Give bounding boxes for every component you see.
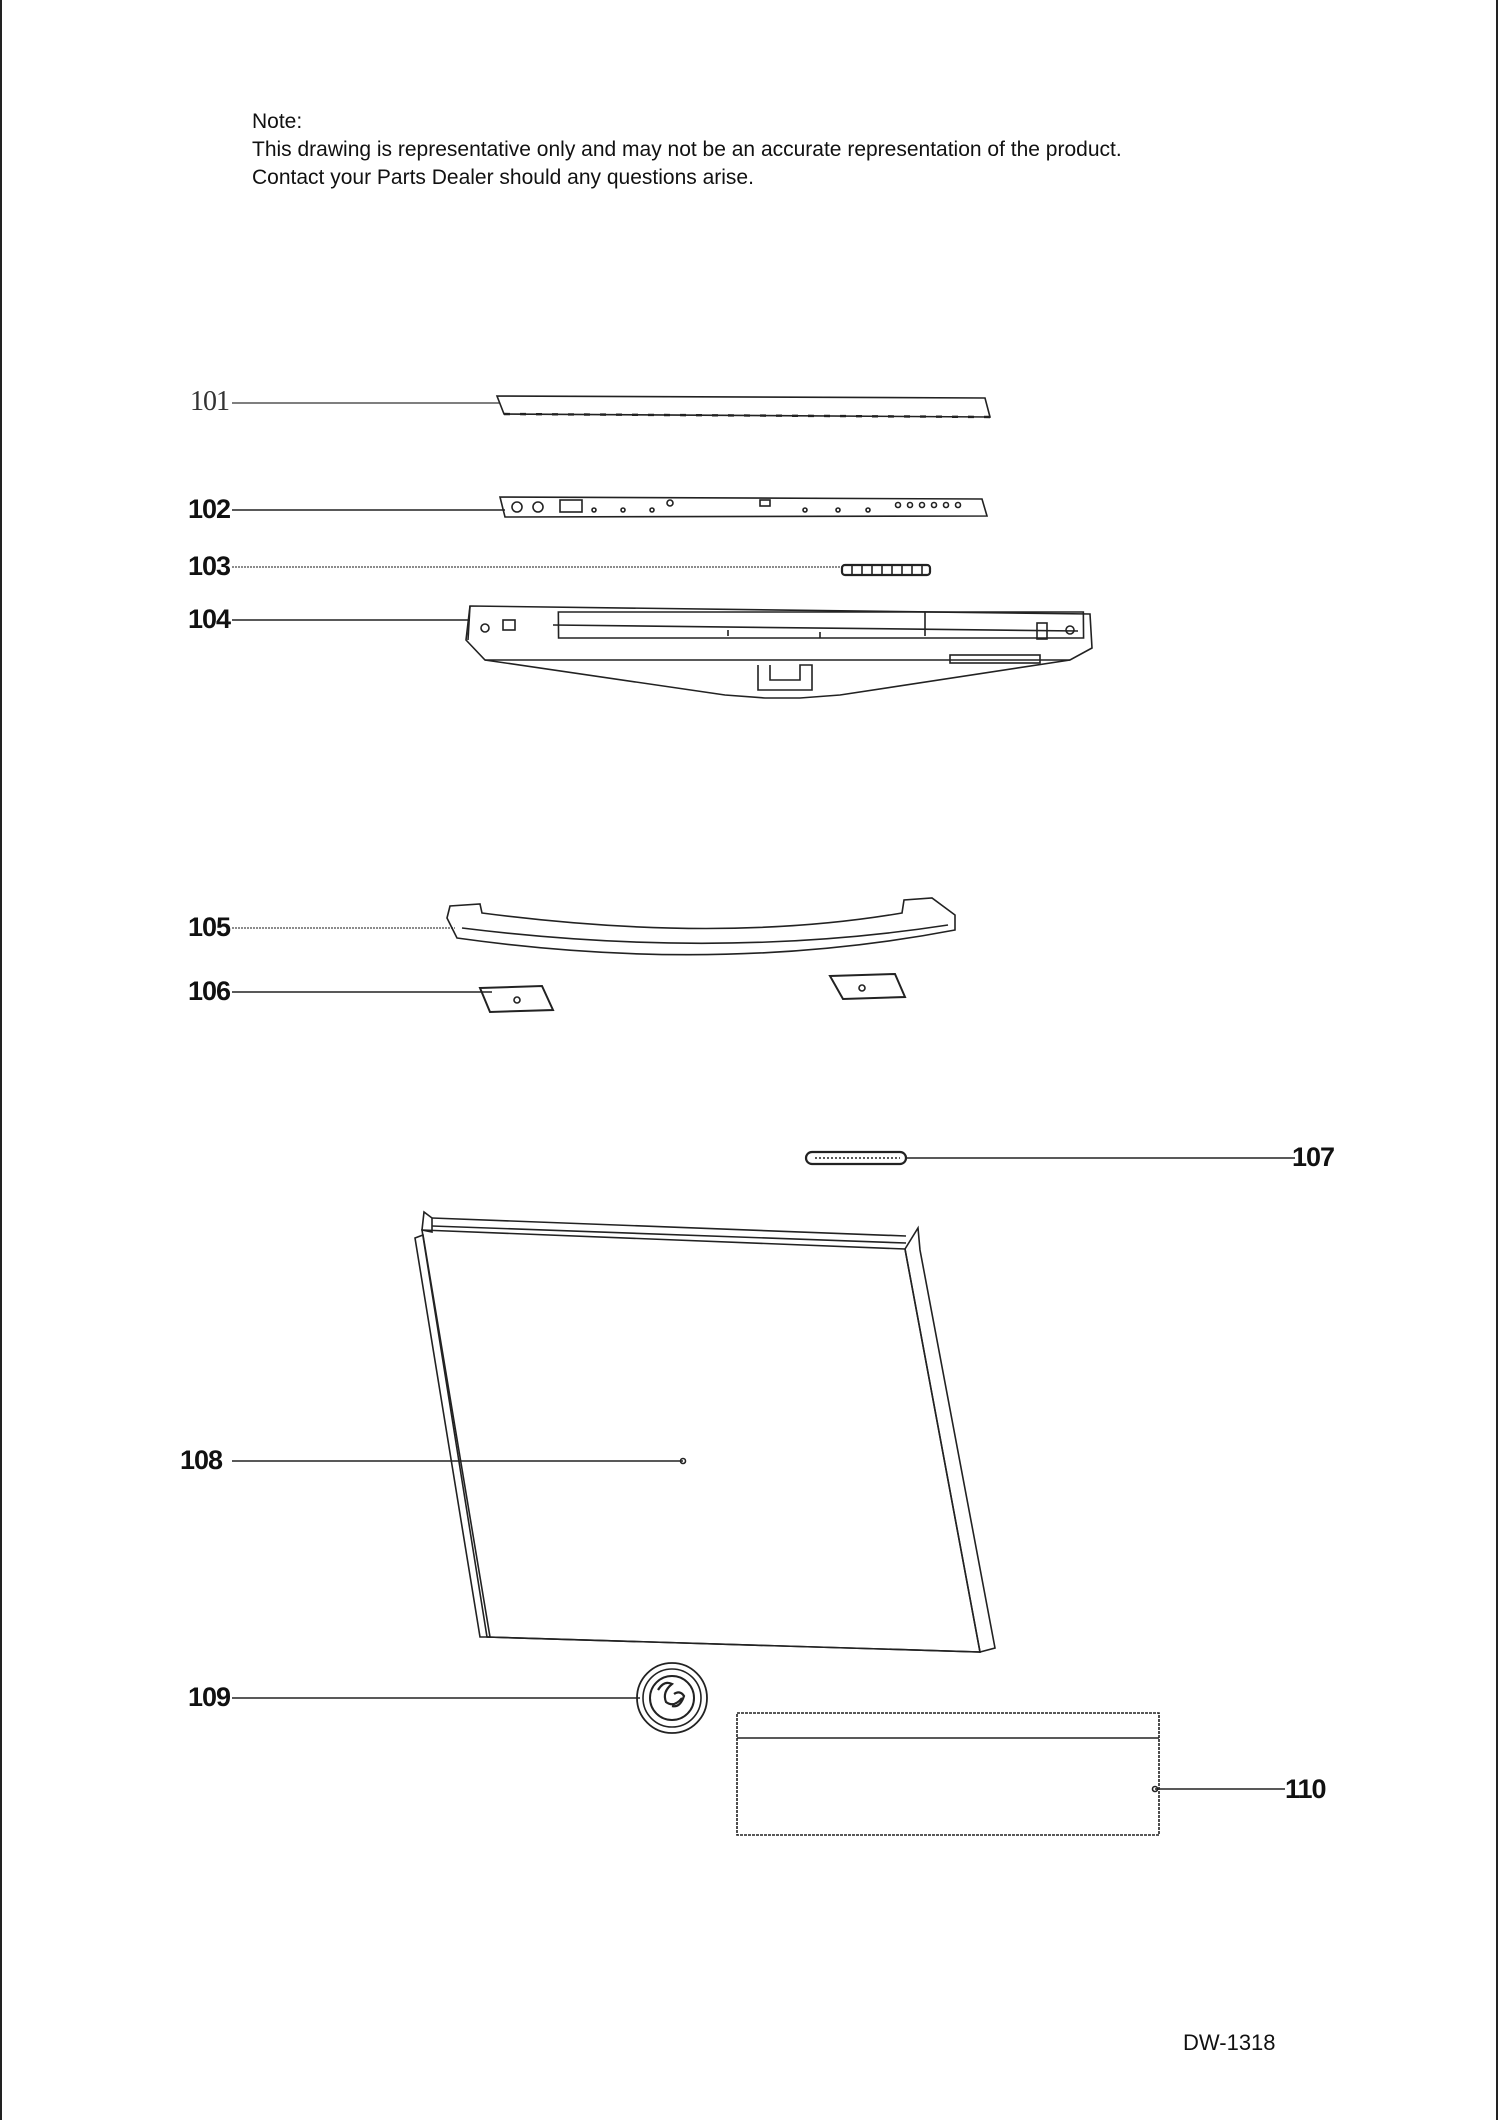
note-line-2: Contact your Parts Dealer should any que… (252, 166, 754, 189)
callout-109: 109 (188, 1682, 231, 1712)
callout-110: 110 (1285, 1774, 1327, 1804)
callout-101: 101 (190, 386, 230, 417)
callout-103: 103 (188, 551, 231, 581)
part-104-control-housing (465, 605, 1093, 699)
callout-108: 108 (180, 1445, 223, 1475)
part-110-box (736, 1712, 1160, 1836)
callout-104: 104 (188, 604, 231, 634)
callout-102: 102 (188, 494, 231, 524)
part-109-logo-badge (636, 1662, 708, 1734)
part-103-connector (840, 563, 932, 577)
part-106-end-caps (478, 972, 907, 1014)
callout-106: 106 (188, 976, 231, 1006)
part-101-strip (495, 395, 992, 419)
note-line-1: This drawing is representative only and … (252, 138, 1122, 161)
note-heading: Note: (252, 110, 303, 133)
part-102-control-board (498, 496, 989, 518)
part-108-door-panel (414, 1210, 996, 1653)
part-105-handle (446, 897, 956, 956)
drawing-code: DW-1318 (1183, 2030, 1276, 2055)
callout-105: 105 (188, 912, 231, 942)
disclaimer-note: Note: This drawing is representative onl… (252, 108, 1122, 192)
part-107-pin (804, 1150, 908, 1166)
callout-107: 107 (1292, 1142, 1335, 1172)
